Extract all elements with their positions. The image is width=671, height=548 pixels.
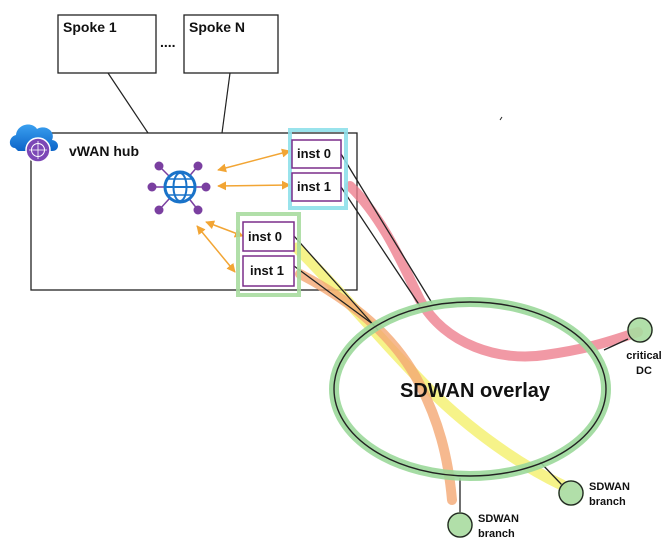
group-b-inst-0-label: inst 0 <box>248 229 282 244</box>
endpoint-critical-dc: critical DC <box>626 317 662 377</box>
instance-group-a: inst 0 inst 1 <box>288 128 348 210</box>
group-a-inst-0-box <box>291 139 342 169</box>
spoke-ellipsis: .... <box>160 34 176 50</box>
arrow-to-group-a-inst-1 <box>217 180 291 191</box>
link-group-a-inst-0 <box>340 153 433 304</box>
critical-dc-label-line1: critical <box>626 350 661 362</box>
branch-east-label-line2: branch <box>589 496 626 508</box>
endpoint-sdwan-branch-south: SDWAN branch <box>447 512 519 540</box>
instance-group-b: inst 0 inst 1 <box>236 212 301 297</box>
link-critical-dc <box>603 338 629 351</box>
arrow-to-group-b-inst-1 <box>196 225 236 273</box>
group-a-inst-1-label: inst 1 <box>297 179 331 194</box>
link-group-b-inst-0 <box>293 235 379 331</box>
link-group-b-inst-1 <box>293 265 375 326</box>
cloud-network-icon <box>9 124 59 163</box>
arrow-to-group-a-inst-0 <box>217 148 291 173</box>
link-group-a-inst-1 <box>340 186 421 307</box>
spoke-1-connector <box>107 72 149 134</box>
hub-label: vWAN hub <box>69 143 139 159</box>
tunnel-links <box>293 153 629 514</box>
stray-mark <box>499 116 503 121</box>
spoke-1-box: Spoke 1 <box>57 14 157 74</box>
endpoint-sdwan-branch-east: SDWAN branch <box>558 480 630 508</box>
group-a-inst-0-label: inst 0 <box>297 146 331 161</box>
branch-south-label-line2: branch <box>478 528 515 540</box>
group-b-inst-1-label: inst 1 <box>250 263 284 278</box>
group-b-inst-0-box <box>242 221 295 252</box>
spoke-n-box: Spoke N <box>183 14 279 74</box>
branch-east-path <box>291 242 568 491</box>
group-b-inst-1-box <box>242 255 295 287</box>
spoke-1-label: Spoke 1 <box>63 19 117 35</box>
spoke-n-label: Spoke N <box>189 19 245 35</box>
group-a-inst-1-box <box>291 172 342 202</box>
spoke-n-connector <box>221 72 231 134</box>
globe-router-icon <box>147 161 211 215</box>
overlay-label: SDWAN overlay <box>400 380 551 402</box>
critical-dc-label-line2: DC <box>636 365 652 377</box>
branch-east-label-line1: SDWAN <box>589 481 630 493</box>
hub-arrows <box>196 148 291 273</box>
critical-dc-path <box>345 181 643 362</box>
branch-south-path <box>295 269 457 505</box>
branch-south-label-line1: SDWAN <box>478 513 519 525</box>
sdwan-overlay: SDWAN overlay <box>329 297 611 481</box>
